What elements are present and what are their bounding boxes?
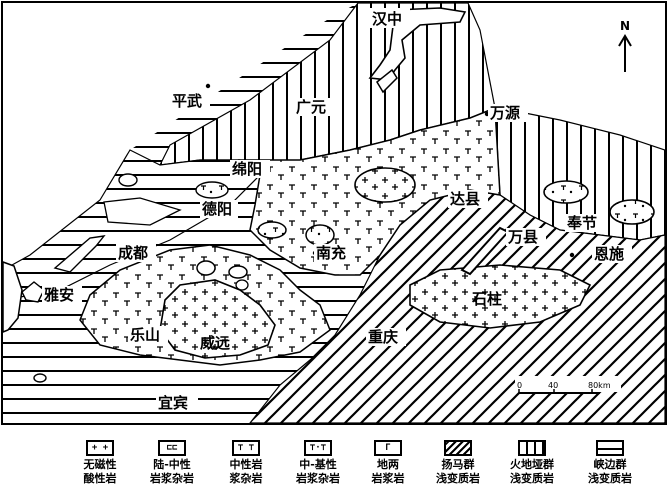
small-body-f xyxy=(33,373,47,383)
legend-item-gamma: Γ 地两 岩浆岩 xyxy=(352,436,424,486)
tee-symbol-swatch: ⊤ ⊤ xyxy=(232,440,260,456)
geologic-map: 汉中 平武 广元 万源 绵阳 德阳 达县 奉节 成都 南充 万县 雅安 恩施 石… xyxy=(1,1,667,425)
dot-pingwu xyxy=(205,83,211,89)
label-deyang: 德阳 xyxy=(202,200,232,218)
hanzhong-lens xyxy=(376,68,398,94)
chengdu-margin-body xyxy=(53,235,106,273)
small-body-e xyxy=(118,173,138,187)
legend-item-diagonal: 扬马群 浅变质岩 xyxy=(422,436,494,486)
small-body-a xyxy=(196,260,216,276)
dot-enshi xyxy=(569,252,575,258)
horizontal-hatch-swatch xyxy=(596,440,624,456)
legend-line2: 岩浆岩 xyxy=(371,472,405,485)
north-label: N xyxy=(620,19,630,33)
north-arrow: N xyxy=(618,19,632,72)
legend-line2: 浅变质岩 xyxy=(510,472,554,485)
tee-dot-swatch: ⊤·⊤ xyxy=(304,440,332,456)
bracket-gamma-swatch: Γ xyxy=(374,440,402,456)
small-body-d xyxy=(195,181,229,199)
legend-line2: 浅变质岩 xyxy=(436,472,480,485)
label-daxian: 达县 xyxy=(450,190,480,208)
legend-line1: 扬马群 xyxy=(441,458,475,471)
legend-line1: 峡边群 xyxy=(593,458,627,471)
legend-line1: 无磁性 xyxy=(83,458,117,471)
label-yibin: 宜宾 xyxy=(158,394,188,412)
legend-line2: 岩浆杂岩 xyxy=(150,472,194,485)
legend-line1: 中-基性 xyxy=(299,458,337,471)
label-chengdu: 成都 xyxy=(118,244,148,262)
legend-item-horizontal: 峡边群 浅变质岩 xyxy=(574,436,646,486)
unpatterned-northeast xyxy=(468,3,665,150)
fengjie-acidic-body-a xyxy=(543,180,589,204)
legend-line2: 岩浆杂岩 xyxy=(296,472,340,485)
nanchong-body xyxy=(305,224,335,246)
legend: + + 无磁性 酸性岩 ⊏⊏ 陆-中性 岩浆杂岩 ⊤ ⊤ 中性岩 浆杂岩 ⊤·⊤… xyxy=(64,436,654,500)
west-margin-body xyxy=(2,260,23,334)
label-mianyang: 绵阳 xyxy=(232,160,262,178)
scale-tick-0: 0 xyxy=(517,381,522,390)
label-pingwu: 平武 xyxy=(172,92,202,110)
scale-tick-40: 40 xyxy=(548,381,558,390)
legend-item-intermediate: ⊤ ⊤ 中性岩 浆杂岩 xyxy=(210,436,282,486)
weiyuan-acidic-body xyxy=(159,279,276,359)
legend-line1: 中性岩 xyxy=(229,458,263,471)
unpatterned-northwest xyxy=(3,3,358,270)
label-leshan: 乐山 xyxy=(130,326,160,344)
small-body-c xyxy=(235,279,249,291)
vertical-hatch-swatch xyxy=(518,440,546,456)
yaan-margin-body xyxy=(21,281,45,303)
label-wanxian: 万县 xyxy=(507,228,538,246)
legend-line2: 浅变质岩 xyxy=(588,472,632,485)
label-shizhu: 石柱 xyxy=(471,290,502,308)
label-hanzhong: 汉中 xyxy=(372,10,402,28)
legend-item-continental-intermediate: ⊏⊏ 陆-中性 岩浆杂岩 xyxy=(136,436,208,486)
label-chongqing: 重庆 xyxy=(368,328,398,346)
label-nanchong: 南充 xyxy=(316,244,346,262)
label-weiyuan: 威远 xyxy=(200,334,230,352)
mianyang-stripe xyxy=(103,197,182,226)
legend-line1: 地两 xyxy=(377,458,399,471)
legend-line1: 火地垭群 xyxy=(510,458,554,471)
label-fengjie: 奉节 xyxy=(566,214,597,232)
legend-item-vertical: 火地垭群 浅变质岩 xyxy=(496,436,568,486)
place-labels: 汉中 平武 广元 万源 绵阳 德阳 达县 奉节 成都 南充 万县 雅安 恩施 石… xyxy=(42,8,632,412)
shizhu-acidic-body xyxy=(409,264,592,329)
label-guangyuan: 广元 xyxy=(296,98,326,116)
label-enshi: 恩施 xyxy=(594,245,624,263)
legend-line1: 陆-中性 xyxy=(153,458,191,471)
scale-tick-80: 80km xyxy=(588,381,611,390)
label-wanyuan: 万源 xyxy=(489,104,520,122)
small-body-b xyxy=(228,265,248,279)
fengjie-acidic-body-b xyxy=(609,199,655,225)
legend-line2: 浆杂岩 xyxy=(229,472,263,485)
legend-item-intermediate-basic: ⊤·⊤ 中-基性 岩浆杂岩 xyxy=(282,436,354,486)
diagonal-hatch-swatch xyxy=(444,440,472,456)
dazhou-acidic-body xyxy=(354,167,416,203)
deyang-body xyxy=(257,221,287,239)
bracket-symbol-swatch: ⊏⊏ xyxy=(158,440,186,456)
plus-symbol-swatch: + + xyxy=(86,440,114,456)
scale-bar: 0 40 80km xyxy=(515,376,621,394)
legend-item-acidic: + + 无磁性 酸性岩 xyxy=(64,436,136,486)
label-yaan: 雅安 xyxy=(43,286,74,304)
legend-line2: 酸性岩 xyxy=(83,472,117,485)
